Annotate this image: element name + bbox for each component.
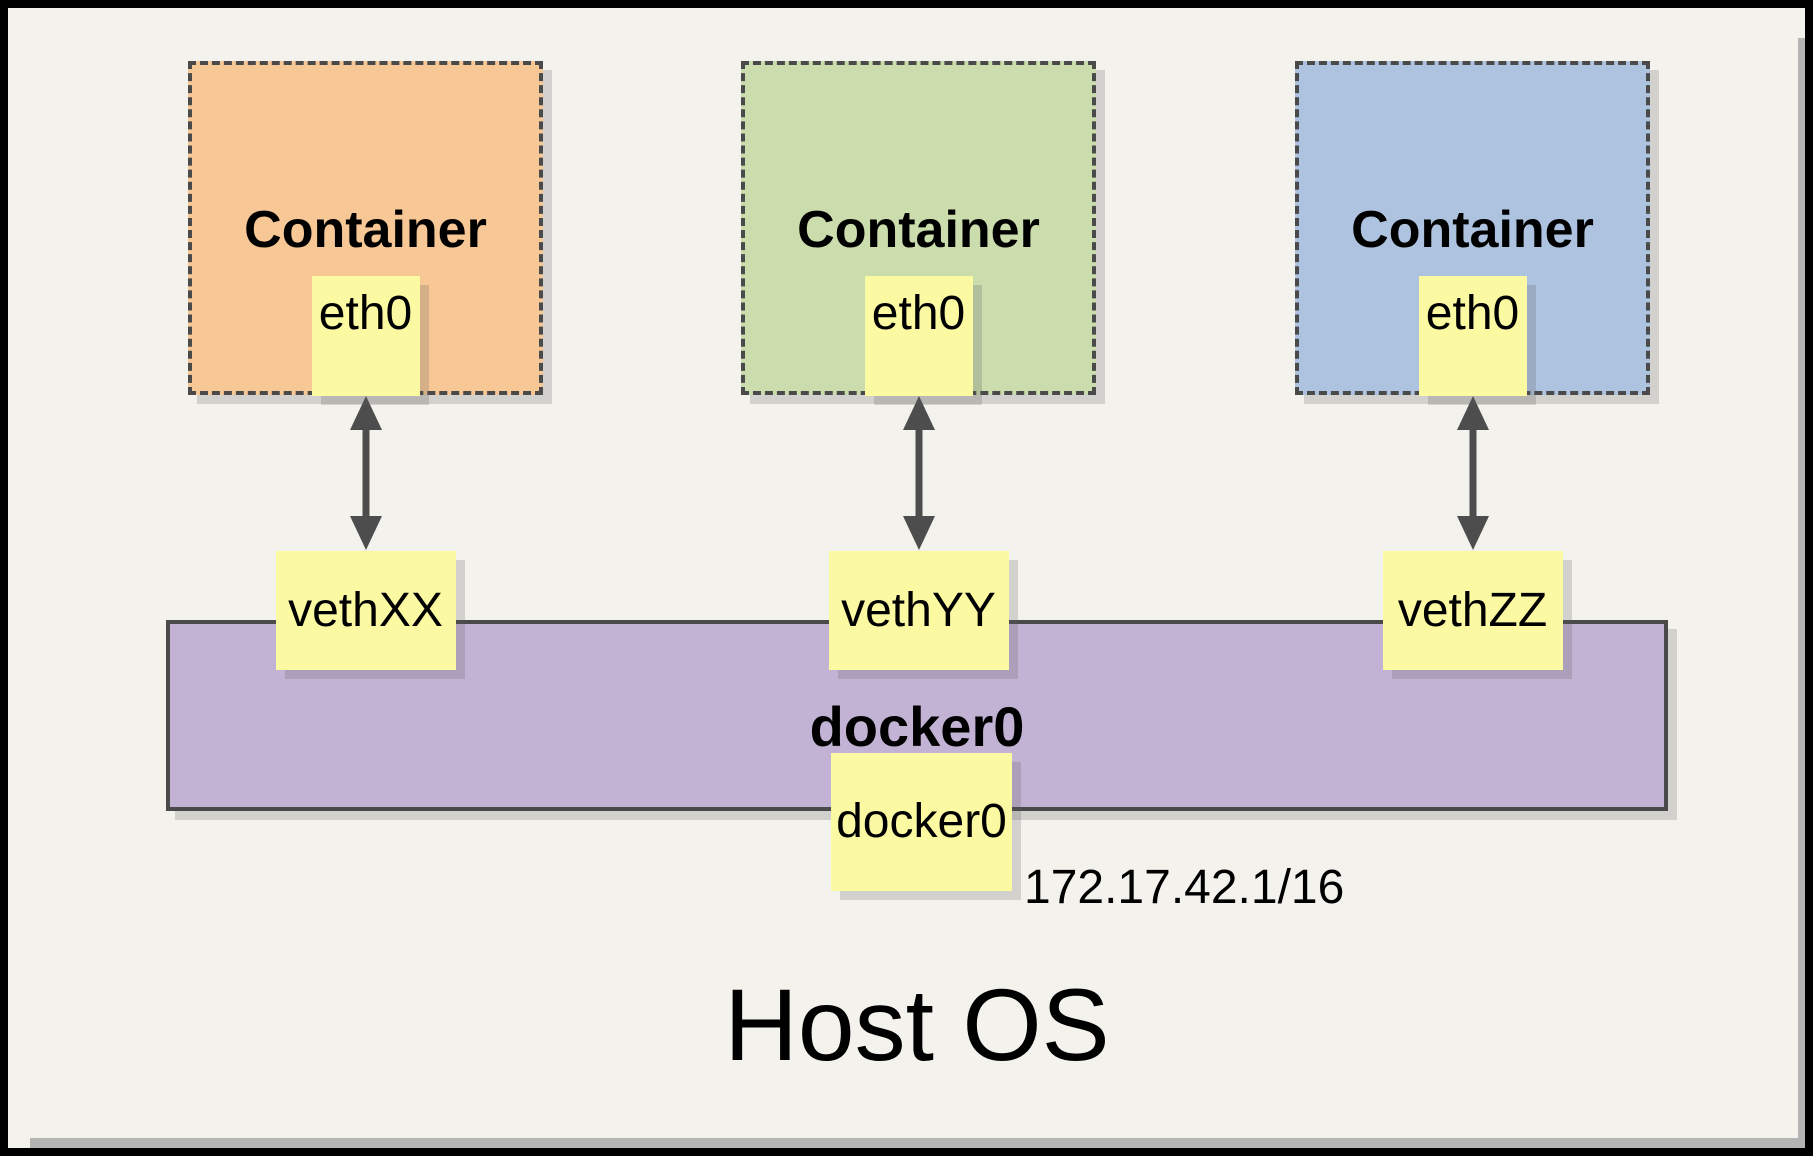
eth0-node-label: eth0 bbox=[1425, 287, 1520, 340]
docker0-bridge-label: docker0 bbox=[809, 695, 1025, 758]
docker0-interface-node: docker0 bbox=[831, 753, 1012, 891]
container-column-1: Container eth0 vethXX bbox=[188, 61, 543, 676]
host-os-label: Host OS bbox=[724, 968, 1110, 1082]
frame-shadow-right bbox=[1798, 38, 1805, 1148]
frame-shadow-bottom bbox=[30, 1138, 1805, 1148]
eth0-node-label: eth0 bbox=[318, 287, 413, 340]
veth-node: vethZZ bbox=[1382, 551, 1563, 670]
container-title: Container bbox=[797, 201, 1040, 259]
container-title: Container bbox=[244, 201, 487, 259]
veth-node-label: vethXX bbox=[288, 583, 443, 637]
eth0-node: eth0 bbox=[864, 276, 973, 396]
bidirectional-arrow-icon bbox=[349, 396, 382, 550]
bridge-ip-address: 172.17.42.1/16 bbox=[1024, 861, 1345, 914]
container-column-2: Container eth0 vethYY bbox=[741, 61, 1096, 676]
container-column-3: Container eth0 vethZZ bbox=[1295, 61, 1650, 676]
eth0-node: eth0 bbox=[1418, 276, 1527, 396]
eth0-node: eth0 bbox=[311, 276, 420, 396]
veth-node: vethYY bbox=[828, 551, 1009, 670]
docker0-interface-label: docker0 bbox=[836, 795, 1007, 848]
veth-node: vethXX bbox=[275, 551, 456, 670]
veth-node-label: vethYY bbox=[841, 583, 996, 637]
container-title: Container bbox=[1351, 201, 1594, 259]
veth-node-label: vethZZ bbox=[1397, 583, 1548, 637]
bidirectional-arrow-icon bbox=[1456, 396, 1489, 550]
bidirectional-arrow-icon bbox=[902, 396, 935, 550]
eth0-node-label: eth0 bbox=[871, 287, 966, 340]
